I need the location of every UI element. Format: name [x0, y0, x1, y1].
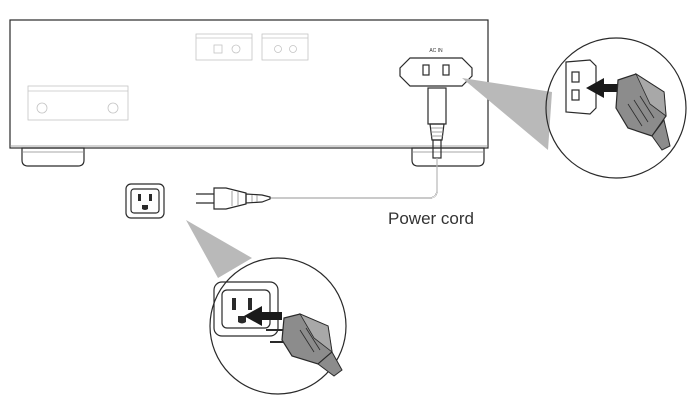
power-cord-label: Power cord	[388, 209, 474, 228]
inlet-insert-arrow	[586, 78, 622, 98]
outlet-zoom-circle	[209, 257, 347, 395]
ac-inlet: AC IN	[399, 48, 473, 87]
device-foot-right	[411, 147, 485, 167]
device-rear-panel: AC IN	[9, 19, 489, 167]
outlet-insert-arrow	[244, 306, 282, 326]
ir-control-group	[261, 33, 309, 61]
device-foot-left	[21, 147, 85, 167]
outlet-callout-wedge	[186, 220, 252, 278]
audio-output-group	[27, 85, 129, 121]
power-plug	[196, 187, 271, 210]
wall-outlet	[125, 183, 165, 219]
power-cord	[270, 158, 438, 199]
digital-audio-output-group	[195, 33, 253, 61]
ac-inlet-label: AC IN	[429, 48, 443, 54]
inlet-zoom-circle	[545, 37, 687, 179]
inlet-callout-wedge	[462, 78, 552, 150]
